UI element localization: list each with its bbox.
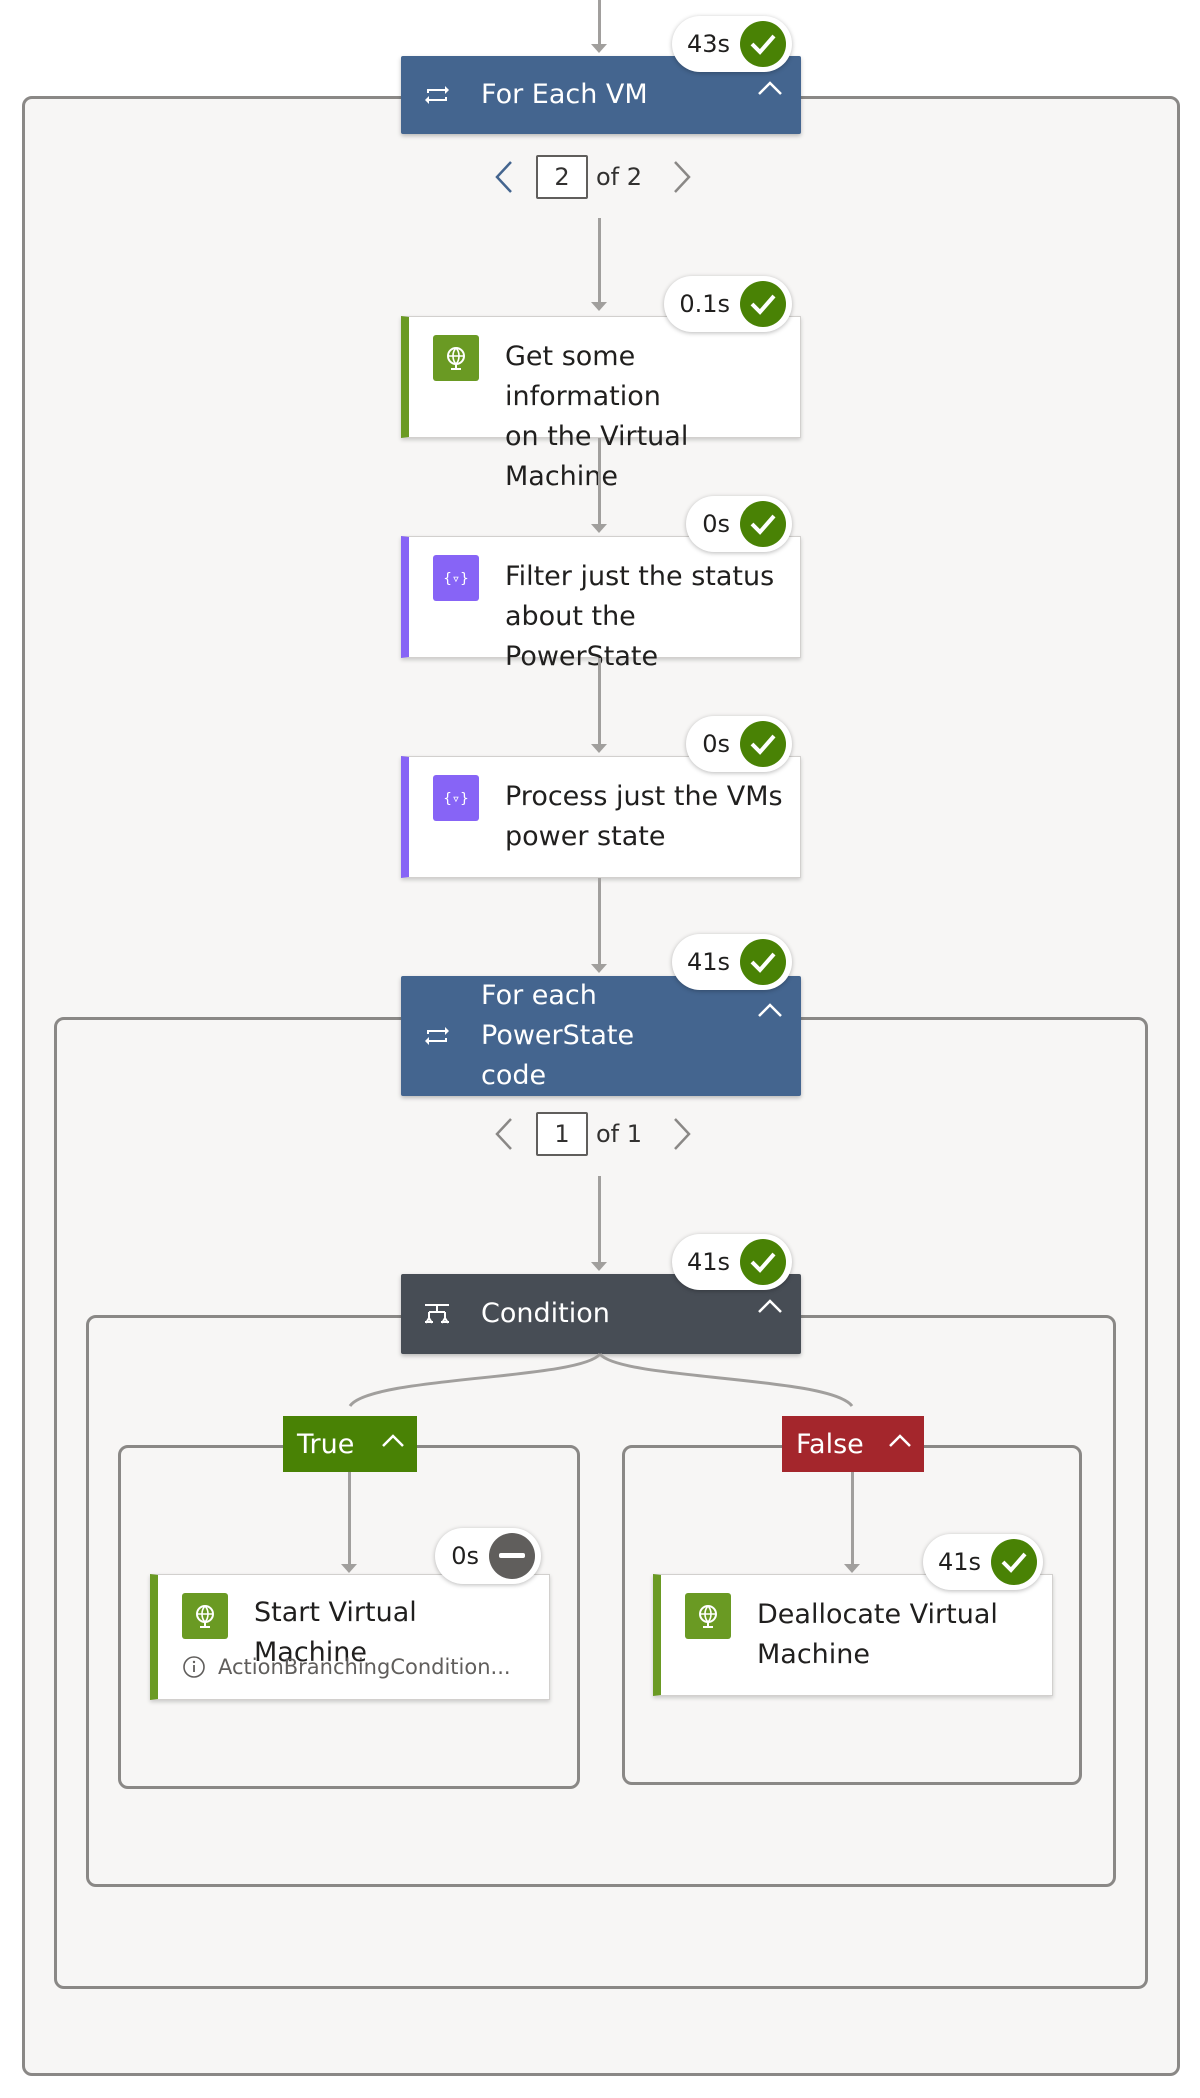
action-status-badge: 0s	[686, 716, 792, 772]
foreach-vm-pager: 2 of 2	[494, 155, 692, 199]
connector	[598, 878, 601, 966]
connector-arrow	[844, 1564, 860, 1573]
false-branch-label[interactable]: False	[782, 1416, 924, 1472]
action-title-line: Deallocate Virtual	[757, 1599, 998, 1630]
success-check-icon	[740, 721, 786, 767]
success-check-icon	[740, 21, 786, 67]
connector	[598, 1176, 601, 1264]
action-title-line: Get some information	[505, 341, 661, 412]
connector	[598, 0, 601, 48]
false-branch-text: False	[796, 1428, 864, 1460]
connector-arrow	[341, 1564, 357, 1573]
foreach-powerstate-pager: 1 of 1	[494, 1112, 692, 1156]
action-card-get-vm-info[interactable]: Get some information on the Virtual Mach…	[401, 316, 801, 492]
success-check-icon	[991, 1539, 1037, 1585]
connector	[598, 438, 601, 526]
success-check-icon	[740, 281, 786, 327]
connector	[598, 658, 601, 746]
chevron-up-icon[interactable]	[757, 1298, 783, 1314]
foreach-powerstate-status-badge: 41s	[672, 934, 792, 990]
connector	[598, 218, 601, 306]
chevron-up-icon[interactable]	[757, 1002, 783, 1018]
duration-label: 41s	[686, 1248, 730, 1276]
connector-arrow	[591, 1262, 607, 1271]
chevron-up-icon[interactable]	[757, 80, 783, 96]
skip-reason-text: ActionBranchingCondition...	[218, 1655, 511, 1679]
connector-arrow	[591, 302, 607, 311]
duration-label: 0.1s	[679, 290, 730, 318]
action-title-line: Process just the VMs	[505, 781, 783, 812]
true-branch-label[interactable]: True	[283, 1416, 417, 1472]
header-title-line: code	[481, 1060, 547, 1091]
connector-arrow	[591, 524, 607, 533]
globe-icon	[433, 335, 479, 381]
svg-text:{▿}: {▿}	[443, 571, 468, 587]
chevron-left-icon[interactable]	[494, 1117, 514, 1151]
filter-braces-icon: {▿}	[433, 775, 479, 821]
foreach-powerstate-title: For each PowerState code	[481, 976, 741, 1096]
loop-icon	[425, 1027, 449, 1045]
svg-text:{▿}: {▿}	[443, 791, 468, 807]
header-title-line: For each PowerState	[481, 980, 635, 1051]
connector	[348, 1472, 351, 1566]
chevron-up-icon[interactable]	[888, 1434, 912, 1448]
success-check-icon	[740, 939, 786, 985]
page-number-input[interactable]: 2	[536, 155, 588, 199]
foreach-vm-status-badge: 43s	[672, 16, 792, 72]
skipped-icon	[489, 1533, 535, 1579]
success-check-icon	[740, 501, 786, 547]
connector-arrow	[591, 44, 607, 53]
action-title-line: power state	[505, 821, 666, 852]
action-title-line: about the PowerState	[505, 601, 659, 672]
info-icon	[183, 1656, 205, 1678]
chevron-right-icon[interactable]	[672, 160, 692, 194]
action-card-deallocate-vm[interactable]: Deallocate Virtual Machine	[653, 1574, 1053, 1696]
globe-icon	[685, 1593, 731, 1639]
action-card-process-power-state[interactable]: {▿} Process just the VMs power state	[401, 756, 801, 878]
connector	[851, 1472, 854, 1566]
chevron-right-icon[interactable]	[672, 1117, 692, 1151]
action-title-line: Machine	[757, 1639, 871, 1670]
chevron-left-icon[interactable]	[494, 160, 514, 194]
duration-label: 0s	[702, 730, 730, 758]
page-count-label: of 1	[596, 1120, 643, 1148]
action-title-line: Filter just the status	[505, 561, 775, 592]
success-check-icon	[740, 1239, 786, 1285]
duration-label: 43s	[686, 30, 730, 58]
action-status-badge: 0s	[686, 496, 792, 552]
action-title: Deallocate Virtual Machine	[757, 1595, 1036, 1675]
condition-title: Condition	[481, 1298, 610, 1329]
page-number-input[interactable]: 1	[536, 1112, 588, 1156]
action-status-badge: 41s	[923, 1534, 1043, 1590]
duration-label: 41s	[686, 948, 730, 976]
connector-arrow	[591, 964, 607, 973]
foreach-vm-title: For Each VM	[481, 79, 648, 110]
true-branch-text: True	[297, 1428, 355, 1460]
duration-label: 0s	[702, 510, 730, 538]
duration-label: 0s	[451, 1542, 479, 1570]
loop-icon	[425, 86, 449, 104]
action-title: Process just the VMs power state	[505, 777, 784, 857]
action-status-badge: 0s	[435, 1528, 541, 1584]
action-card-start-vm[interactable]: Start Virtual Machine ActionBranchingCon…	[150, 1574, 550, 1700]
foreach-powerstate-header[interactable]: For each PowerState code	[401, 976, 801, 1096]
globe-icon	[182, 1593, 228, 1639]
chevron-up-icon[interactable]	[381, 1434, 405, 1448]
action-title: Start Virtual Machine	[254, 1597, 417, 1668]
duration-label: 41s	[937, 1548, 981, 1576]
action-title: Get some information on the Virtual Mach…	[505, 337, 784, 497]
action-title: Filter just the status about the PowerSt…	[505, 557, 784, 677]
filter-braces-icon: {▿}	[433, 555, 479, 601]
connector-arrow	[591, 744, 607, 753]
action-card-filter-status[interactable]: {▿} Filter just the status about the Pow…	[401, 536, 801, 672]
action-subtitle: ActionBranchingCondition...	[182, 1655, 535, 1679]
condition-icon	[425, 1304, 449, 1324]
page-count-label: of 2	[596, 163, 643, 191]
condition-status-badge: 41s	[672, 1234, 792, 1290]
action-title-line: on the Virtual Machine	[505, 421, 689, 492]
action-status-badge: 0.1s	[664, 276, 792, 332]
branch-connectors	[348, 1352, 854, 1408]
